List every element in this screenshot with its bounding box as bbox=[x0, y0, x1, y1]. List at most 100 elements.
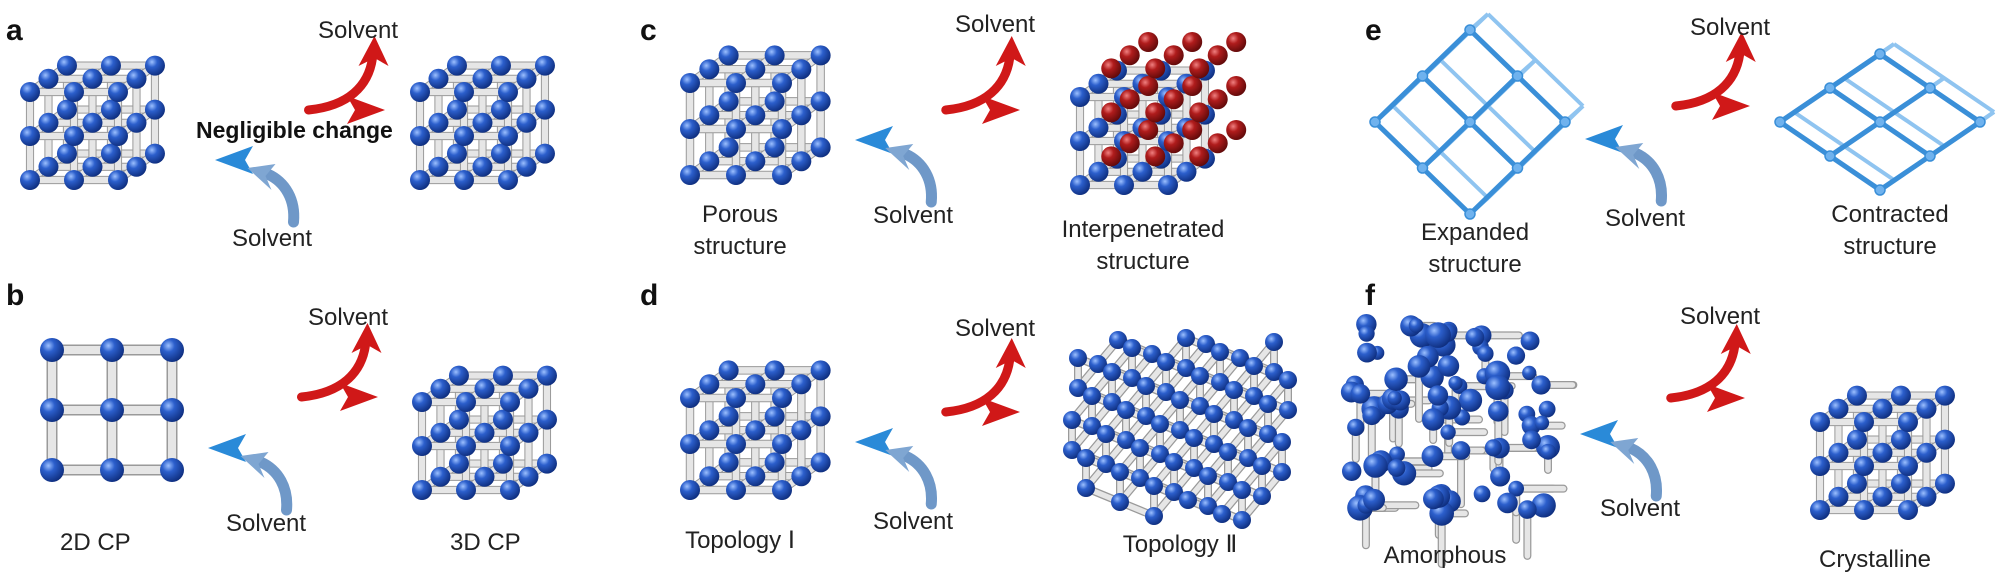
atom bbox=[1132, 161, 1153, 182]
atom bbox=[745, 466, 766, 487]
frame-node bbox=[1416, 162, 1429, 174]
atom-red bbox=[1101, 58, 1122, 79]
atom bbox=[430, 422, 451, 443]
atom bbox=[1916, 398, 1937, 419]
caption-2d-cp: 2D CP bbox=[60, 529, 131, 556]
caption-interpenetrated-line2: structure bbox=[1096, 248, 1189, 275]
atom bbox=[1540, 443, 1557, 460]
solvent-out-curl bbox=[297, 340, 370, 402]
atom bbox=[500, 392, 520, 412]
atom bbox=[1157, 353, 1175, 371]
atom bbox=[1898, 412, 1918, 432]
atom bbox=[1211, 373, 1229, 391]
atom bbox=[1451, 441, 1471, 460]
solvent-label-top-d: Solvent bbox=[955, 315, 1035, 342]
atom bbox=[536, 453, 557, 474]
atom bbox=[490, 99, 511, 120]
atom bbox=[412, 436, 432, 456]
atom bbox=[1117, 401, 1135, 419]
atom bbox=[1123, 369, 1141, 387]
solvent-label-bottom-f: Solvent bbox=[1600, 495, 1680, 522]
solvent-in-curl bbox=[1629, 147, 1667, 207]
atom bbox=[446, 55, 467, 76]
panel-letter-e: e bbox=[1365, 14, 1382, 47]
solvent-in-head bbox=[1610, 438, 1639, 464]
frame-node bbox=[1511, 162, 1524, 174]
atom bbox=[1506, 346, 1526, 365]
atom bbox=[108, 126, 128, 146]
atom bbox=[1165, 483, 1183, 501]
atom bbox=[718, 452, 739, 473]
atom bbox=[764, 452, 785, 473]
atom bbox=[1522, 365, 1537, 381]
amorphous-cluster bbox=[1340, 313, 1578, 569]
atom bbox=[1109, 331, 1127, 349]
atom bbox=[126, 112, 147, 133]
caption-3d-cp: 3D CP bbox=[450, 529, 521, 556]
atom bbox=[1239, 449, 1257, 467]
porous-lattice bbox=[680, 45, 831, 185]
atom bbox=[1828, 486, 1849, 507]
atom bbox=[1137, 407, 1155, 425]
atom bbox=[100, 398, 124, 422]
solvent-arrows-e bbox=[1585, 32, 1756, 207]
atom bbox=[1158, 175, 1178, 195]
atom bbox=[1898, 456, 1918, 476]
atom bbox=[1239, 419, 1257, 437]
solvent-in-curl bbox=[262, 168, 300, 228]
atom bbox=[1157, 383, 1175, 401]
atom bbox=[1205, 405, 1223, 423]
atom bbox=[1083, 387, 1101, 405]
atom bbox=[1357, 342, 1377, 363]
atom bbox=[1199, 467, 1217, 485]
atom bbox=[1534, 415, 1550, 431]
atom bbox=[745, 59, 766, 80]
atom bbox=[20, 82, 40, 102]
atom bbox=[772, 119, 792, 139]
atom bbox=[1828, 442, 1849, 463]
atom bbox=[1890, 385, 1911, 406]
atom bbox=[38, 68, 59, 89]
atom bbox=[1473, 485, 1491, 503]
solvent-out-curl bbox=[304, 53, 377, 115]
atom bbox=[56, 99, 77, 120]
frame-node bbox=[1464, 208, 1476, 220]
atom bbox=[490, 143, 511, 164]
atom bbox=[160, 458, 184, 482]
atom-red bbox=[1182, 32, 1203, 52]
atom-red bbox=[1138, 32, 1159, 52]
atom bbox=[1846, 429, 1867, 450]
atom bbox=[1137, 377, 1155, 395]
atom bbox=[1165, 453, 1183, 471]
atom bbox=[791, 105, 812, 126]
atom bbox=[456, 392, 476, 412]
atom bbox=[1097, 425, 1115, 443]
atom bbox=[56, 143, 77, 164]
atom bbox=[100, 55, 121, 76]
atom-red bbox=[1182, 76, 1203, 96]
atom-red bbox=[1145, 146, 1166, 167]
atom bbox=[82, 156, 103, 177]
atom bbox=[1231, 349, 1249, 367]
solvent-in-curl bbox=[899, 148, 937, 208]
atom bbox=[772, 434, 792, 454]
atom bbox=[699, 59, 720, 80]
atom bbox=[1427, 385, 1449, 406]
caption-expanded-line1: Expanded bbox=[1421, 219, 1529, 246]
atom bbox=[726, 73, 746, 93]
atom bbox=[718, 360, 739, 381]
atom bbox=[764, 360, 785, 381]
atom bbox=[1387, 459, 1406, 477]
atom bbox=[791, 59, 812, 80]
atom bbox=[1083, 417, 1101, 435]
atom bbox=[1070, 175, 1090, 195]
atom bbox=[1872, 398, 1893, 419]
atom-red bbox=[1226, 32, 1247, 52]
caption-expanded-line2: structure bbox=[1428, 251, 1521, 278]
caption-amorphous: Amorphous bbox=[1384, 542, 1507, 569]
atom bbox=[500, 480, 520, 500]
atom bbox=[1077, 479, 1095, 497]
atom bbox=[1854, 456, 1874, 476]
atom bbox=[1934, 473, 1955, 494]
